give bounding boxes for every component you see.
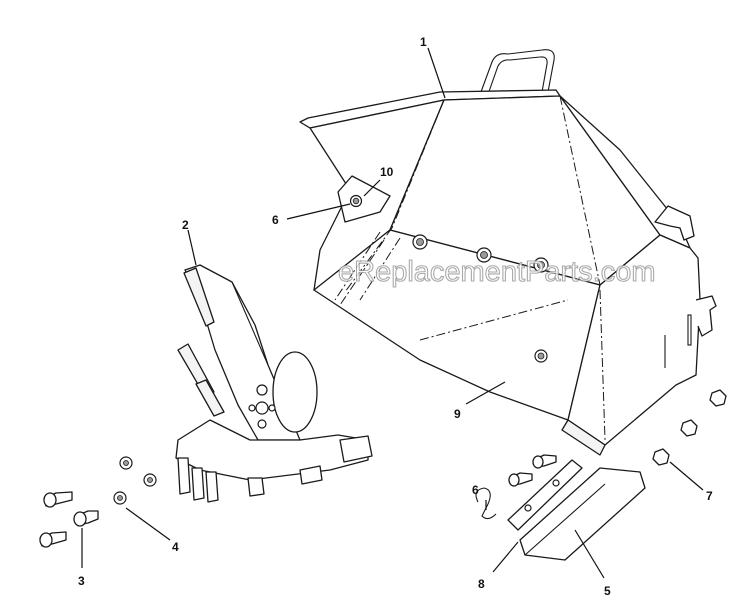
part-4-washers [113, 456, 157, 505]
part-3-bolts [39, 491, 99, 548]
hopper-bottom-lip [561, 419, 606, 456]
part-8-strip [507, 459, 583, 531]
bracket-disc [272, 351, 318, 433]
small-bolts [508, 454, 557, 487]
part-6-clip-lower [475, 487, 497, 520]
callout-3: 3 [78, 574, 85, 588]
callout-labels: 1 2 3 4 5 6 6 7 8 9 10 [78, 35, 713, 598]
callout-10: 10 [380, 165, 394, 179]
part-7-nuts [652, 389, 727, 466]
part-5-plate [519, 467, 646, 561]
callout-7: 7 [706, 489, 713, 503]
bracket-upper-fin [183, 267, 215, 327]
callout-4: 4 [172, 540, 179, 554]
hopper-assembly [299, 49, 717, 456]
hopper-mount-tab-lower [695, 295, 717, 337]
callout-1: 1 [420, 35, 427, 49]
callout-5: 5 [604, 584, 611, 598]
bracket-lower-fin [195, 379, 225, 417]
bracket-feet [177, 435, 373, 503]
hopper-handle [477, 49, 555, 101]
hopper-mount-tab-upper [654, 205, 695, 241]
chipper-bracket-assembly [175, 264, 373, 503]
callout-6-upper: 6 [272, 213, 279, 227]
watermark-text: eReplacementParts.com [338, 256, 656, 288]
part-10-plate [337, 175, 391, 223]
part-6-nut-upper [349, 194, 363, 208]
callout-2: 2 [182, 218, 189, 232]
callout-6-lower: 6 [472, 483, 479, 497]
callout-8: 8 [478, 577, 485, 591]
hopper-bolt-heads [412, 234, 549, 363]
callout-9: 9 [454, 407, 461, 421]
bracket-holes [248, 384, 276, 429]
leader-lines [81, 47, 704, 579]
